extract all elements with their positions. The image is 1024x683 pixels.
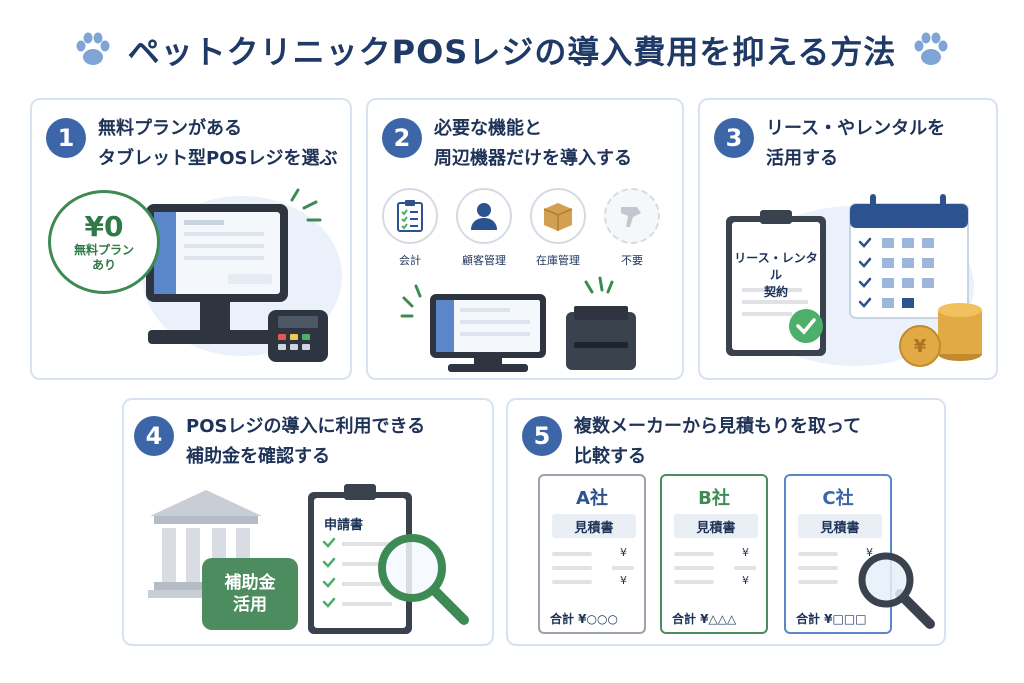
step-heading: 必要な機能と 周辺機器だけを導入する <box>434 118 632 169</box>
step-number: 4 <box>134 416 174 456</box>
quote-c: C社 見積書 ¥ 合計 ¥□□□ <box>784 474 892 634</box>
feature-inventory: 在庫管理 <box>530 188 586 268</box>
tablet-pos-illustration <box>142 188 342 362</box>
step-heading: 無料プランがある タブレット型POSレジを選ぶ <box>98 118 338 169</box>
application-form-illustration <box>308 484 469 634</box>
step-card-5: 5 複数メーカーから見積もりを取って 比較する A社 見積書 ¥ ¥ 合計 ¥○… <box>506 398 946 646</box>
feature-unneeded: 不要 <box>604 188 660 268</box>
quote-b: B社 見積書 ¥ ¥ 合計 ¥△△△ <box>660 474 768 634</box>
lease-illustration: ¥ <box>726 194 982 367</box>
step-number: 2 <box>382 118 422 158</box>
step-heading: リース・やレンタルを 活用する <box>766 118 946 169</box>
box-icon <box>543 203 573 231</box>
person-icon <box>471 203 497 230</box>
magnifier-icon <box>858 552 935 629</box>
checklist-icon <box>397 200 423 232</box>
step-heading: POSレジの導入に利用できる 補助金を確認する <box>186 416 426 467</box>
feature-checkout: 会計 <box>382 188 438 268</box>
step-number: 3 <box>714 118 754 158</box>
form-title: 申請書 <box>324 518 364 533</box>
step-card-1: 1 無料プランがある タブレット型POSレジを選ぶ ¥0 無料プラン あり <box>30 98 352 380</box>
step-heading: 複数メーカーから見積もりを取って 比較する <box>574 416 862 467</box>
contract-label: リース・レンタル 契約 <box>734 251 818 299</box>
svg-text:¥: ¥ <box>914 336 927 357</box>
step-card-3: 3 リース・やレンタルを 活用する ¥ <box>698 98 998 380</box>
subsidy-tag: 補助金 活用 <box>202 558 298 630</box>
paw-icon <box>914 32 948 65</box>
quote-a: A社 見積書 ¥ ¥ 合計 ¥○○○ <box>538 474 646 634</box>
free-plan-bubble: ¥0 無料プラン あり <box>48 190 160 294</box>
scanner-icon <box>621 207 641 227</box>
title-bar: ペットクリニックPOSレジの導入費用を抑える方法 <box>0 22 1024 78</box>
step-card-4: 4 POSレジの導入に利用できる 補助金を確認する 補助金 活用 申請書 <box>122 398 494 646</box>
feature-customer: 顧客管理 <box>456 188 512 268</box>
page-title: ペットクリニックPOSレジの導入費用を抑える方法 <box>127 33 897 71</box>
step-card-2: 2 必要な機能と 周辺機器だけを導入する 会計 顧客管理 在庫管理 不要 <box>366 98 684 380</box>
paw-icon <box>76 32 110 65</box>
pos-and-printer-illustration <box>400 276 636 372</box>
step-number: 5 <box>522 416 562 456</box>
step-number: 1 <box>46 118 86 158</box>
